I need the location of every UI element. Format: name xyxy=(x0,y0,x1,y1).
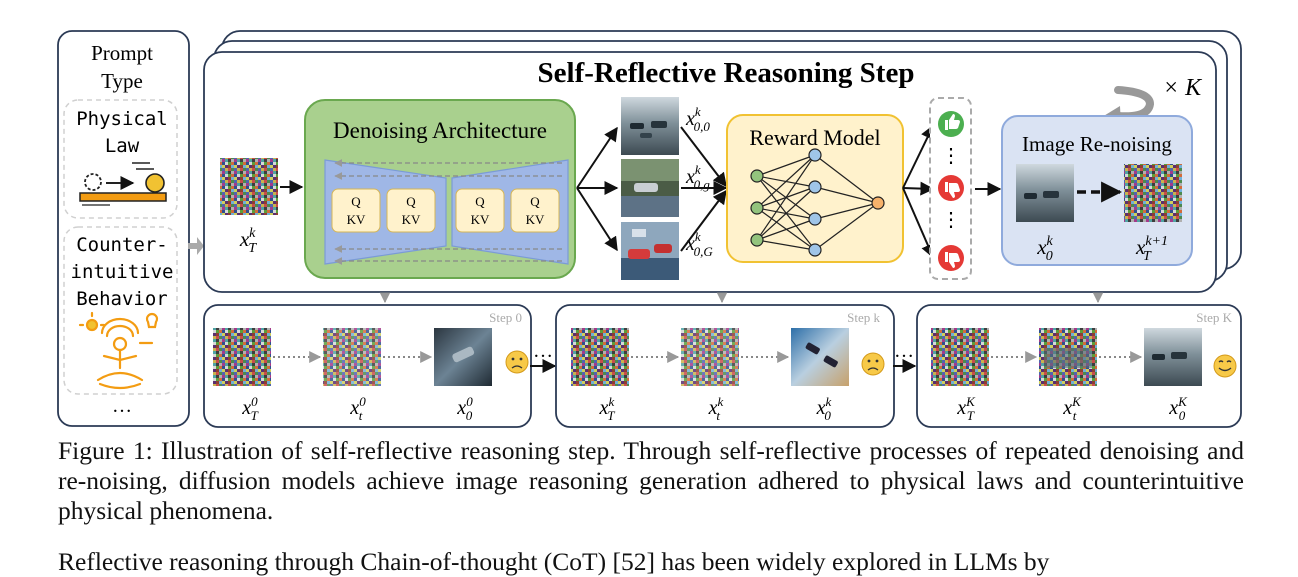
attention-block-kv: KV xyxy=(471,212,490,227)
step-intermediate-image xyxy=(681,328,739,386)
candidates-to-reward-arrows xyxy=(680,126,728,252)
vote-dots-bottom: ⋮ xyxy=(941,209,961,231)
figure-diagram: Prompt Type Physical Law Counter- intuit… xyxy=(57,30,1242,428)
vote-dots-top: ⋮ xyxy=(941,145,961,167)
unet-decoder xyxy=(451,159,569,265)
step-noise-image xyxy=(571,328,629,386)
counter-intuitive-label-line3: Behavior xyxy=(76,288,168,310)
step-output-image xyxy=(791,328,849,386)
step-separator-2: … xyxy=(894,340,914,362)
reward-model: Reward Model xyxy=(726,114,904,263)
reward-model-title: Reward Model xyxy=(749,125,880,150)
thumbs-up-icon xyxy=(938,111,964,137)
step-label: Step k xyxy=(847,310,880,325)
meditating-figure-icon xyxy=(78,311,159,390)
input-noise-image xyxy=(220,158,278,215)
prompt-type-panel: Prompt Type Physical Law Counter- intuit… xyxy=(57,30,204,427)
attention-block-kv: KV xyxy=(526,212,545,227)
candidate-image-0 xyxy=(621,97,679,155)
prompt-to-main-arrow xyxy=(188,237,204,255)
attention-block-4: Q KV xyxy=(510,188,560,233)
counter-intuitive-label-line1: Counter- xyxy=(76,234,168,256)
denoise-to-candidates-arrows xyxy=(576,126,619,252)
attention-block-q: Q xyxy=(351,194,361,209)
sad-face-icon xyxy=(861,352,885,376)
reward-votes: ⋮ ⋮ xyxy=(929,97,972,280)
attention-block-q: Q xyxy=(406,194,416,209)
candidate-image-big-g xyxy=(621,222,679,280)
step-separator-1: … xyxy=(533,340,553,362)
thumbs-down-icon xyxy=(938,175,964,201)
attention-block-kv: KV xyxy=(347,212,366,227)
attention-block-kv: KV xyxy=(402,212,421,227)
physical-law-label-line2: Law xyxy=(105,135,140,157)
panel-to-steps-arrows xyxy=(379,292,1104,304)
repeat-count-label: × K xyxy=(1163,75,1203,101)
step-intermediate-image xyxy=(1039,328,1097,386)
counter-intuitive-card xyxy=(63,226,178,395)
attention-block-1: Q KV xyxy=(331,188,381,233)
prompt-type-ellipsis: … xyxy=(112,395,132,417)
step-label: Step 0 xyxy=(489,310,522,325)
counter-intuitive-label-line2: intuitive xyxy=(71,261,174,283)
denoising-architecture: Denoising Architecture Q KV Q KV Q KV xyxy=(304,99,576,279)
reward-to-votes-arrows xyxy=(902,124,935,259)
denoising-architecture-title: Denoising Architecture xyxy=(333,118,547,143)
candidate-image-g xyxy=(621,159,679,217)
renoise-noise-image xyxy=(1124,164,1182,222)
attention-block-3: Q KV xyxy=(455,188,505,233)
sad-face-icon xyxy=(505,350,529,374)
image-renoising-title: Image Re-noising xyxy=(1022,132,1172,156)
body-text-line: Reflective reasoning through Chain-of-th… xyxy=(58,547,1050,576)
step-noise-image xyxy=(213,328,271,386)
unet-encoder xyxy=(324,159,447,265)
neural-network-icon xyxy=(750,148,885,257)
step-label: Step K xyxy=(1196,310,1232,325)
attention-block-q: Q xyxy=(530,194,540,209)
physical-law-label-line1: Physical xyxy=(76,108,168,130)
attention-block-q: Q xyxy=(475,194,485,209)
attention-block-2: Q KV xyxy=(386,188,436,233)
step-noise-image xyxy=(931,328,989,386)
prompt-type-title-line1: Prompt xyxy=(91,41,153,65)
thumbs-down-icon xyxy=(938,245,964,271)
physics-sketch-icon xyxy=(79,162,167,206)
renoise-clean-image xyxy=(1016,164,1074,222)
step-intermediate-image xyxy=(323,328,381,386)
happy-face-icon xyxy=(1213,354,1237,378)
figure-caption: Figure 1: Illustration of self-reflectiv… xyxy=(58,436,1244,525)
step-output-image xyxy=(1144,328,1202,386)
prompt-type-title-line2: Type xyxy=(101,69,143,93)
main-title: Self-Reflective Reasoning Step xyxy=(538,57,915,89)
